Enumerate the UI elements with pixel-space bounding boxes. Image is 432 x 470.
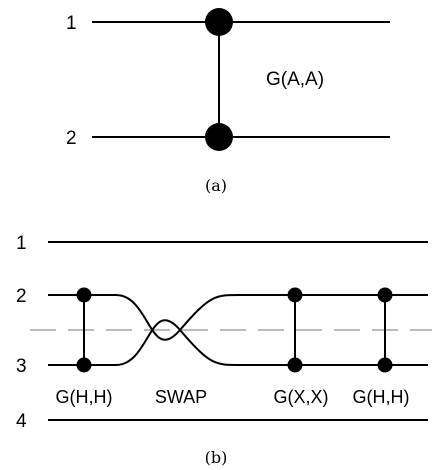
gate-label-g-h-h-second: G(H,H): [353, 387, 410, 407]
control-dot-bottom: [287, 357, 303, 373]
gate-label-swap: SWAP: [155, 387, 207, 407]
gate-g-x-x: [287, 287, 303, 373]
panel-a: 1 2 G(A,A) (a): [66, 8, 390, 195]
control-dot-bottom: [377, 357, 393, 373]
wire-label-2: 2: [16, 286, 27, 307]
control-dot-bottom: [205, 123, 233, 151]
caption-b: (b): [205, 448, 228, 467]
gate-g-h-h-second: [377, 287, 393, 373]
control-dot-bottom: [76, 357, 92, 373]
wire-label-1: 1: [16, 233, 27, 254]
gate-g-h-h-first: [76, 287, 92, 373]
control-dot-top: [377, 287, 393, 303]
panel-b: 1 2 3 4 G(H,H): [16, 233, 432, 467]
gate-label: G(A,A): [266, 69, 324, 90]
wire-label-1: 1: [66, 13, 77, 34]
gate-label-g-h-h-first: G(H,H): [56, 387, 113, 407]
caption-a: (a): [205, 176, 227, 195]
control-dot-top: [287, 287, 303, 303]
control-dot-top: [76, 287, 92, 303]
wire-label-2: 2: [66, 128, 77, 149]
gate-label-g-x-x: G(X,X): [273, 387, 328, 407]
qubit-wire-3: [48, 319, 428, 366]
qubit-wire-2: [48, 294, 428, 341]
wire-label-3: 3: [16, 356, 27, 377]
control-dot-top: [205, 8, 233, 36]
wire-label-4: 4: [16, 411, 27, 432]
